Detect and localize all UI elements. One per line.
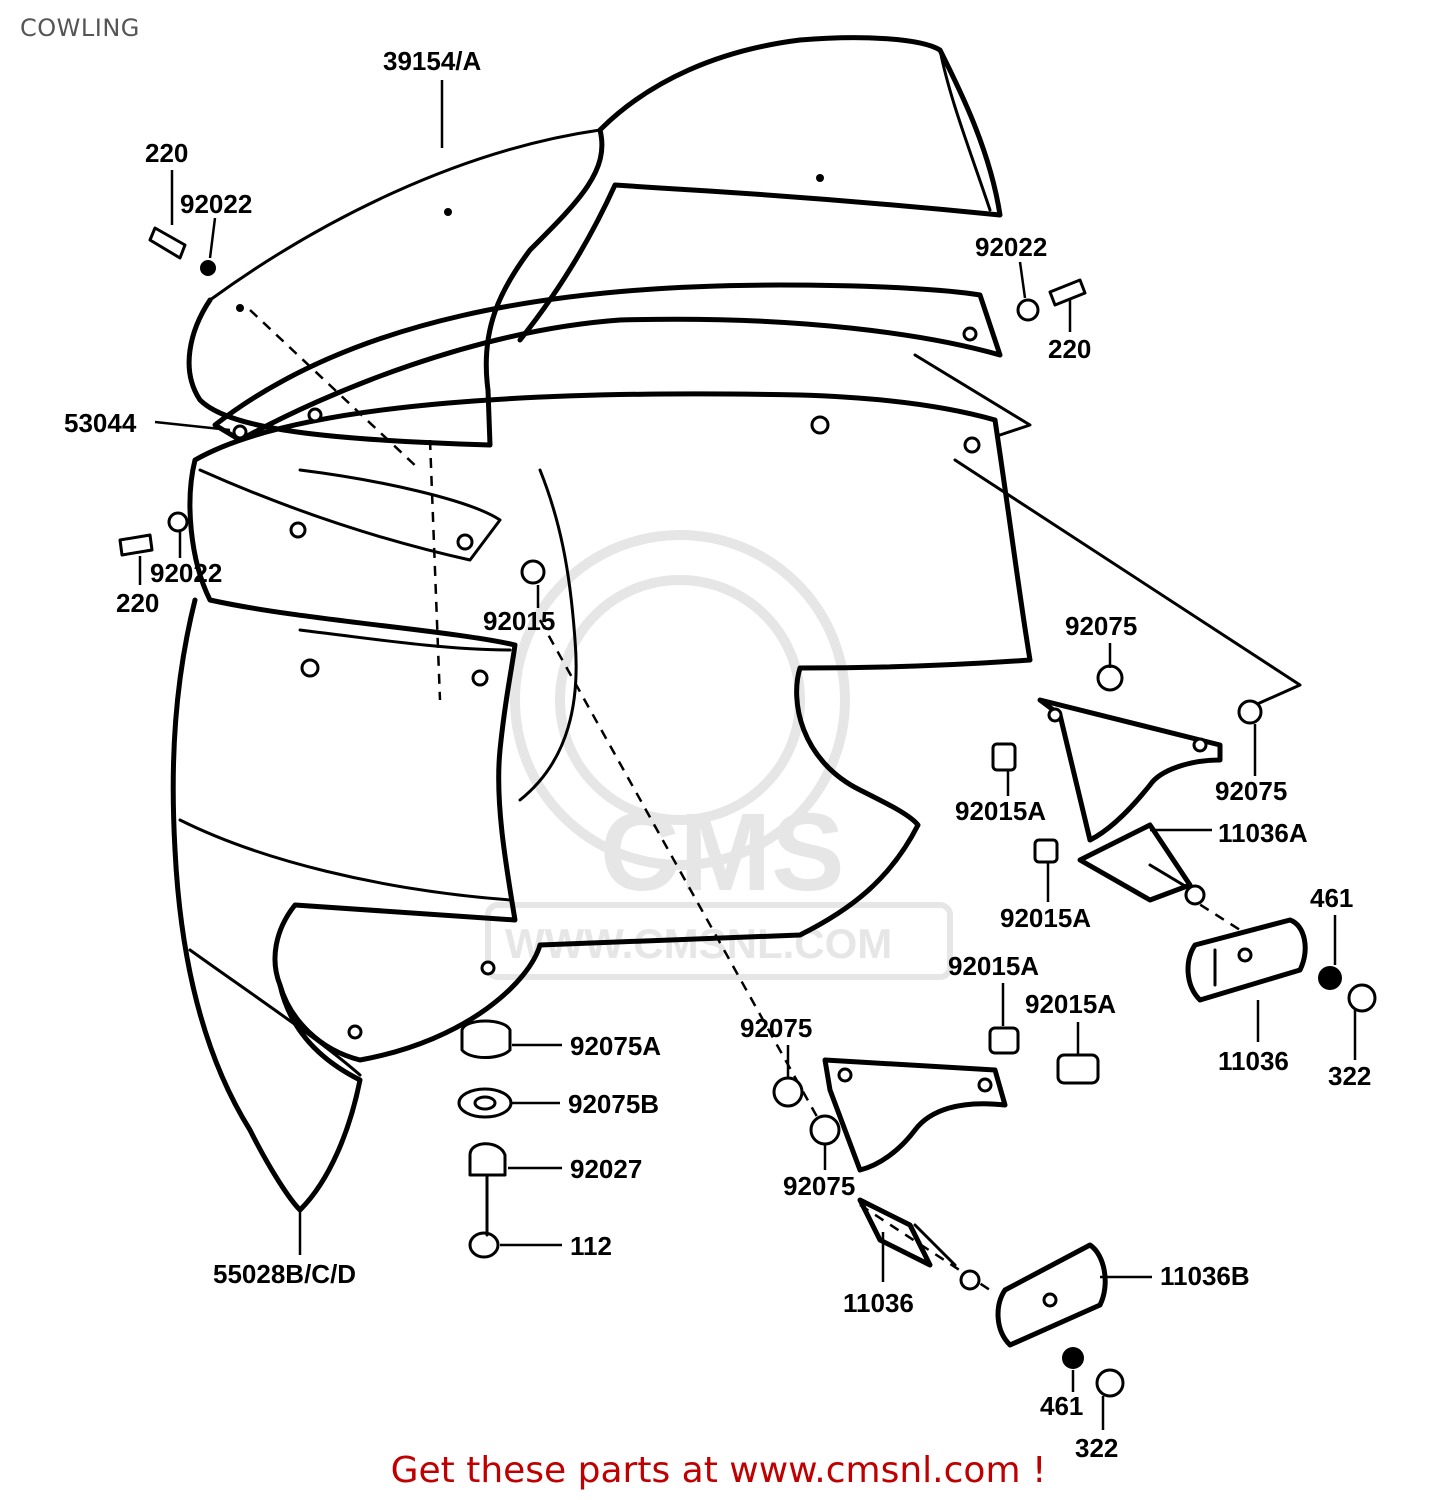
part-label-92022-lower-left[interactable]: 92022 — [150, 558, 222, 588]
part-label-11036-lower[interactable]: 11036 — [843, 1288, 914, 1318]
part-label-220-upper-right[interactable]: 220 — [1048, 334, 1091, 364]
part-label-461-upper[interactable]: 461 — [1310, 883, 1353, 913]
mount-11036B-part — [995, 1242, 1108, 1348]
part-label-92015A-upper[interactable]: 92015A — [955, 796, 1046, 826]
part-label-92075-lower[interactable]: 92075 — [783, 1171, 855, 1201]
part-label-92075-lower-upper[interactable]: 92075 — [740, 1013, 812, 1043]
part-label-11036A[interactable]: 11036A — [1218, 818, 1308, 848]
part-labels: 39154/A 220 92022 92022 220 53044 92022 … — [64, 46, 1371, 1463]
part-label-322-upper[interactable]: 322 — [1328, 1061, 1371, 1091]
watermark-logo-text: CMS — [600, 791, 844, 914]
windscreen-part — [186, 35, 1003, 448]
part-label-92015A-middle[interactable]: 92015A — [1000, 903, 1091, 933]
footer-shop-link[interactable]: Get these parts at www.cmsnl.com ! — [390, 1450, 1047, 1491]
cms-watermark: CMS WWW.CMSNL.COM — [485, 530, 953, 980]
mount-11036-part — [1185, 917, 1308, 1003]
part-label-55028[interactable]: 55028B/C/D — [213, 1259, 356, 1289]
part-label-92015A-lower-left[interactable]: 92015A — [948, 951, 1039, 981]
part-label-11036B[interactable]: 11036B — [1160, 1261, 1250, 1291]
part-label-92075B[interactable]: 92075B — [568, 1089, 659, 1119]
part-label-322-lower[interactable]: 322 — [1075, 1433, 1118, 1463]
fasteners — [118, 226, 1377, 1398]
part-label-92022-upper-left[interactable]: 92022 — [180, 189, 252, 219]
lower-fairing-part — [170, 468, 578, 1213]
part-label-92027[interactable]: 92027 — [570, 1154, 642, 1184]
part-label-39154[interactable]: 39154/A — [383, 46, 482, 76]
part-label-53044[interactable]: 53044 — [64, 408, 137, 438]
part-label-92075-upper[interactable]: 92075 — [1065, 611, 1137, 641]
part-label-461-lower[interactable]: 461 — [1040, 1391, 1083, 1421]
page-title: COWLING — [20, 14, 140, 42]
part-label-220-upper-left[interactable]: 220 — [145, 138, 188, 168]
part-label-112[interactable]: 112 — [570, 1231, 612, 1261]
part-label-220-lower-left[interactable]: 220 — [116, 588, 159, 618]
part-label-92075-right[interactable]: 92075 — [1215, 776, 1287, 806]
assembly-lines — [249, 309, 1302, 1292]
bracket-11036-lower-part — [822, 1057, 1008, 1291]
part-label-92075A[interactable]: 92075A — [570, 1031, 661, 1061]
trim-strip-part — [212, 282, 1003, 443]
part-label-11036-upper[interactable]: 11036 — [1218, 1046, 1289, 1076]
part-label-92022-upper-right[interactable]: 92022 — [975, 232, 1047, 262]
bracket-11036A-part — [1037, 697, 1223, 906]
part-label-92015A-lower-right[interactable]: 92015A — [1025, 989, 1116, 1019]
leader-lines — [138, 80, 1357, 1430]
part-label-92015[interactable]: 92015 — [483, 606, 555, 636]
upper-cowl-part — [187, 391, 1033, 1063]
